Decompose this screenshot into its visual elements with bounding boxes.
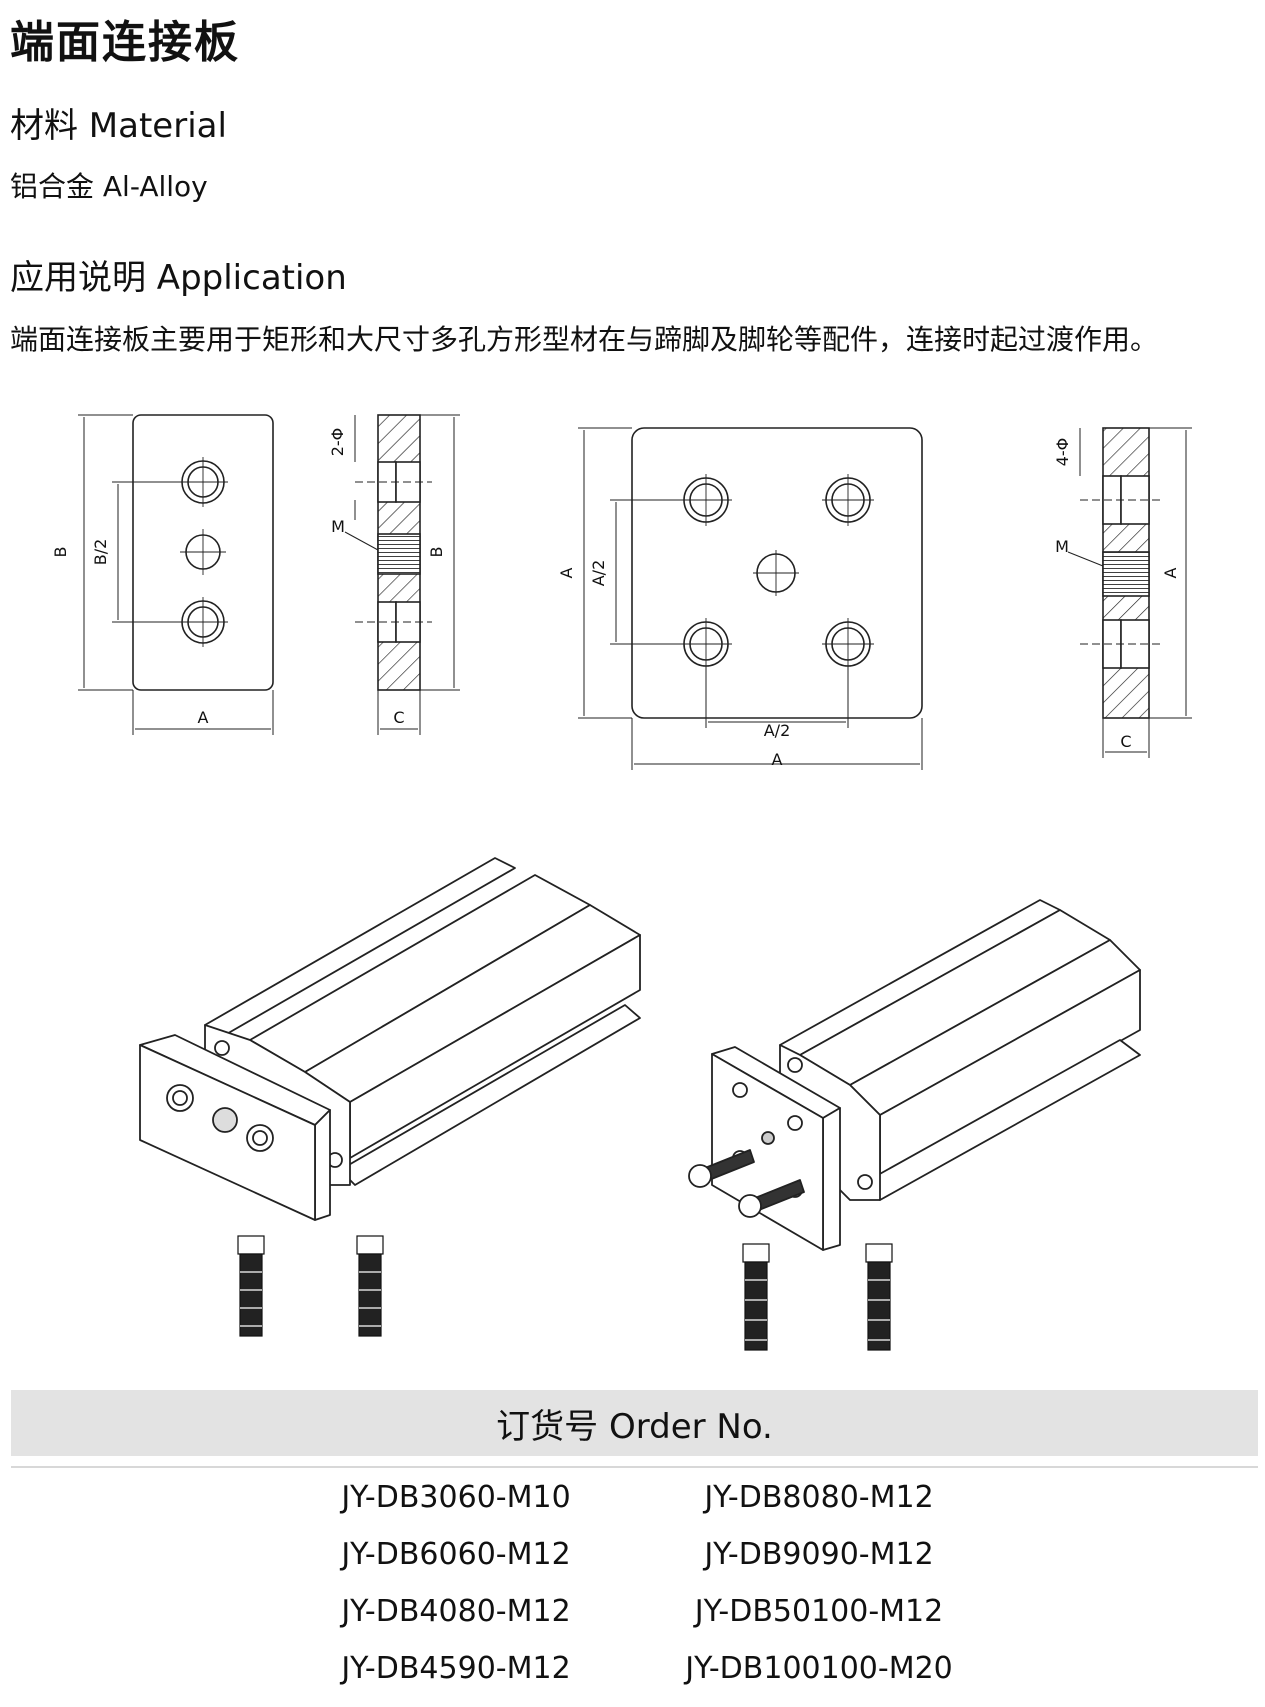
technical-drawings: B B/2 A 2-Φ M B C A A/2 A/2 A 4-Φ M A C bbox=[51, 414, 1192, 770]
bolt-1 bbox=[237, 1235, 265, 1337]
order-heading: 订货号 Order No. bbox=[11, 1390, 1258, 1456]
table-row: JY-DB6060-M12 JY-DB9090-M12 bbox=[11, 1537, 1258, 1593]
dim-b-label-section: B bbox=[427, 547, 446, 558]
dim-a-half-vertical-label: A/2 bbox=[589, 560, 608, 587]
dim-b-label: B bbox=[51, 547, 70, 558]
table-row: JY-DB3060-M10 JY-DB8080-M12 bbox=[11, 1480, 1258, 1536]
dim-c-label-1: C bbox=[393, 708, 404, 727]
dim-a-label-1: A bbox=[198, 708, 209, 727]
square-plate-front bbox=[631, 427, 923, 719]
bolt-3 bbox=[742, 1243, 770, 1351]
table-row: JY-DB4590-M12 JY-DB100100-M20 bbox=[11, 1651, 1258, 1707]
application-heading: 应用说明 Application bbox=[10, 258, 347, 298]
thread-m-label-2: M bbox=[1055, 537, 1069, 556]
dim-a-vertical-label: A bbox=[557, 567, 576, 578]
dim-b-half-label: B/2 bbox=[91, 539, 110, 566]
order-code: JY-DB6060-M12 bbox=[341, 1537, 571, 1572]
material-value: 铝合金 Al-Alloy bbox=[10, 170, 208, 203]
mounted-bolts bbox=[688, 1149, 805, 1218]
order-code: JY-DB3060-M10 bbox=[341, 1480, 571, 1515]
application-text: 端面连接板主要用于矩形和大尺寸多孔方形型材在与蹄脚及脚轮等配件，连接时起过渡作用… bbox=[10, 323, 1159, 356]
table-row: JY-DB4080-M12 JY-DB50100-M12 bbox=[11, 1594, 1258, 1650]
dim-a-label-section: A bbox=[1161, 567, 1180, 578]
order-heading-text: 订货号 Order No. bbox=[496, 1406, 773, 1447]
rect-plate-front bbox=[132, 414, 274, 691]
bolt-4 bbox=[865, 1243, 893, 1351]
order-table: JY-DB3060-M10 JY-DB8080-M12 JY-DB6060-M1… bbox=[11, 1466, 1258, 1696]
order-code: JY-DB100100-M20 bbox=[685, 1651, 953, 1686]
page-title: 端面连接板 bbox=[10, 17, 240, 68]
dim-a-label-2: A bbox=[772, 750, 783, 769]
holes-4-label: 4-Φ bbox=[1053, 438, 1072, 467]
isometric-illustrations bbox=[139, 857, 1141, 1351]
holes-2-label: 2-Φ bbox=[328, 428, 347, 457]
extrusion-profile-left bbox=[204, 857, 641, 1186]
dim-a-half-label: A/2 bbox=[764, 721, 791, 740]
order-code: JY-DB50100-M12 bbox=[694, 1594, 944, 1629]
dim-c-label-2: C bbox=[1120, 732, 1131, 751]
bolt-2 bbox=[356, 1235, 384, 1337]
thread-m-label-1: M bbox=[331, 517, 345, 536]
order-code: JY-DB9090-M12 bbox=[704, 1537, 934, 1572]
rect-end-plate bbox=[139, 1034, 331, 1221]
material-heading: 材料 Material bbox=[10, 106, 227, 146]
order-code: JY-DB4080-M12 bbox=[341, 1594, 571, 1629]
order-code: JY-DB8080-M12 bbox=[704, 1480, 934, 1515]
order-code: JY-DB4590-M12 bbox=[341, 1651, 571, 1686]
